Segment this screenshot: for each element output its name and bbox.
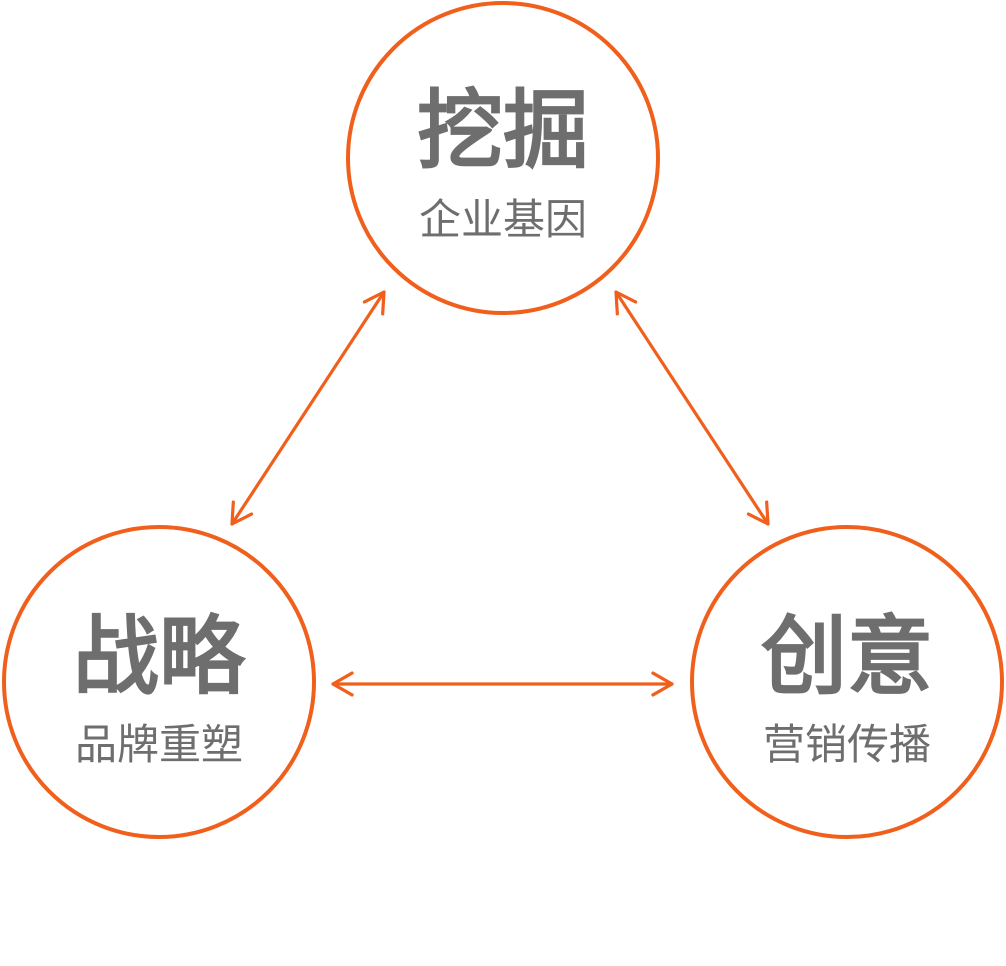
node-top-title: 挖掘 (417, 81, 589, 181)
arrowhead-top-left-start (362, 290, 386, 316)
node-top-circle (346, 1, 660, 315)
connectors (230, 290, 770, 697)
connector-top-left (230, 290, 386, 526)
arrowhead-top-left-end (230, 500, 254, 526)
node-left-circle (2, 525, 316, 839)
arrowhead-top-right-start (614, 290, 638, 316)
node-top: 挖掘 企业基因 (346, 1, 660, 315)
node-top-subtitle: 企业基因 (419, 195, 587, 244)
node-left-subtitle: 品牌重塑 (75, 720, 243, 769)
arrowhead-left-right-end (651, 671, 674, 697)
node-left: 战略 品牌重塑 (2, 525, 316, 839)
node-right-title: 创意 (761, 607, 933, 707)
arrowhead-left-right-start (331, 671, 354, 697)
node-right: 创意 营销传播 (690, 525, 1004, 839)
node-right-circle (690, 525, 1004, 839)
node-left-title: 战略 (73, 607, 247, 707)
connector-top-right (614, 290, 770, 526)
arrowhead-top-right-end (746, 500, 770, 526)
node-right-subtitle: 营销传播 (763, 720, 931, 769)
